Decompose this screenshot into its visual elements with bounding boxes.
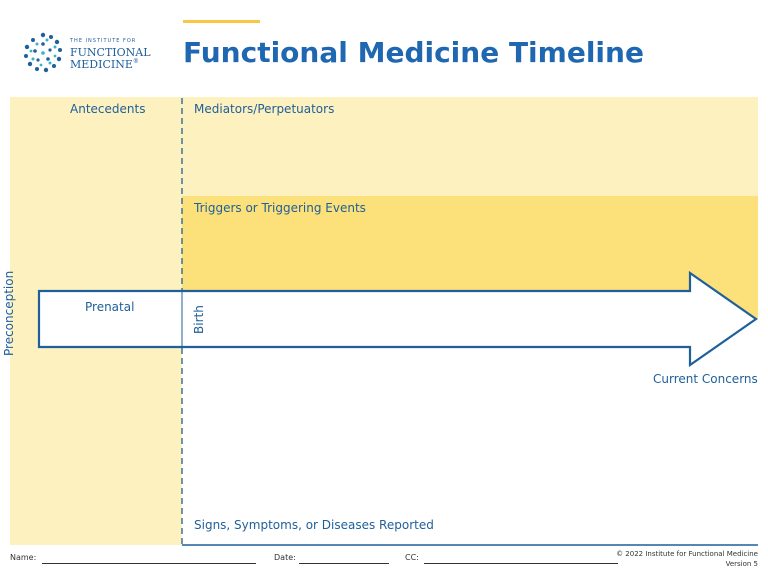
birth-label: Birth xyxy=(192,305,206,334)
logo-line-1: THE INSTITUTE FOR xyxy=(70,38,137,44)
signs-label: Signs, Symptoms, or Diseases Reported xyxy=(194,518,434,532)
logo-line-3: MEDICINE® xyxy=(70,58,139,71)
date-label: Date: xyxy=(274,553,296,562)
logo-line-2: FUNCTIONAL xyxy=(70,46,151,59)
mediators-area xyxy=(182,97,758,196)
prenatal-label: Prenatal xyxy=(85,300,135,314)
ifm-logo: THE INSTITUTE FOR FUNCTIONAL MEDICINE® xyxy=(20,30,160,76)
name-field[interactable] xyxy=(42,563,256,564)
name-label: Name: xyxy=(10,553,37,562)
logo-line-3-text: MEDICINE xyxy=(70,58,133,71)
page-title: Functional Medicine Timeline xyxy=(183,36,644,69)
preconception-label: Preconception xyxy=(2,270,16,356)
ifm-logo-icon xyxy=(24,32,62,73)
timeline-arrow xyxy=(37,270,758,368)
current-concerns-label: Current Concerns xyxy=(653,372,758,386)
triggers-label: Triggers or Triggering Events xyxy=(194,201,366,215)
antecedents-label: Antecedents xyxy=(70,102,146,116)
copyright-text: © 2022 Institute for Functional Medicine xyxy=(616,550,758,558)
cc-label: CC: xyxy=(405,553,419,562)
title-accent-bar xyxy=(183,20,260,23)
version-text: Version 5 xyxy=(725,560,758,568)
date-field[interactable] xyxy=(299,563,389,564)
registered-mark: ® xyxy=(132,58,139,65)
mediators-label: Mediators/Perpetuators xyxy=(194,102,335,116)
cc-field[interactable] xyxy=(424,563,618,564)
